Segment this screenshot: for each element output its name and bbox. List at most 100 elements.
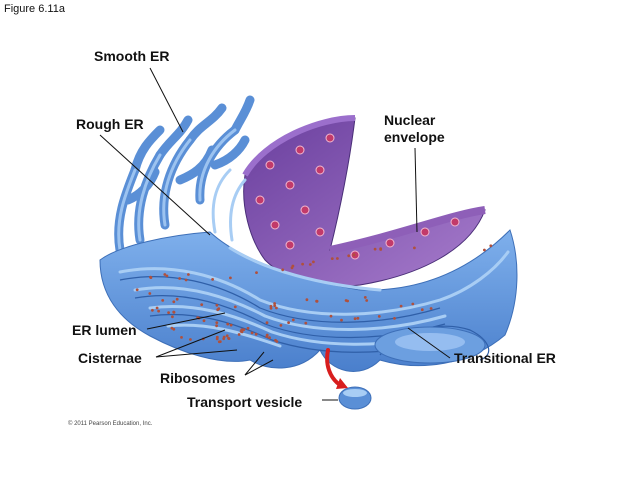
nuclear-pore xyxy=(285,240,295,250)
ribosome-dot xyxy=(363,296,367,299)
ribosome-dot xyxy=(189,338,192,341)
ribosome-dot xyxy=(180,336,183,339)
ribosome-dot xyxy=(340,318,343,322)
ribosome-dot xyxy=(250,331,254,335)
ribosome-dot xyxy=(315,299,319,303)
ribosome-dot xyxy=(175,297,179,301)
ribosome-dot xyxy=(330,257,334,260)
leader-cisternae-1 xyxy=(155,329,226,358)
transitional-er-inner xyxy=(395,333,465,351)
ribosome-dot xyxy=(308,263,312,266)
nuclear-pore xyxy=(385,238,395,248)
ribosome-dot xyxy=(377,315,381,318)
ribosome-dot xyxy=(273,304,277,307)
ribosome-dot xyxy=(157,309,161,313)
ribosome-dot xyxy=(184,278,188,282)
ribosome-dot xyxy=(420,308,424,312)
copyright-notice: © 2011 Pearson Education, Inc. xyxy=(68,421,153,427)
nuclear-pore xyxy=(420,227,430,237)
label-transport-vesicle: Transport vesicle xyxy=(187,394,303,410)
ribosome-dot xyxy=(291,264,295,268)
ribosome-dot xyxy=(218,340,222,343)
figure-number: Figure 6.11a xyxy=(4,3,65,15)
ribosome-dot xyxy=(216,308,220,312)
leader-smooth-er xyxy=(149,67,184,133)
nuclear-pore xyxy=(315,227,325,237)
ribosome-dot xyxy=(329,314,333,318)
nuclear-envelope-edge xyxy=(242,115,356,177)
leader-cisternae-2 xyxy=(155,349,238,358)
ribosome-dot xyxy=(287,321,290,324)
ribosome-dot xyxy=(172,300,176,304)
ribosome-dot xyxy=(163,273,167,276)
ribosome-dot xyxy=(246,326,250,330)
ribosome-dot xyxy=(202,319,206,323)
ribosome-dot xyxy=(268,336,271,340)
ribosome-dot xyxy=(171,315,174,319)
ribosome-dot xyxy=(229,276,232,280)
ribosome-dot xyxy=(215,324,219,328)
ribosome-dot xyxy=(187,273,190,276)
ribosome-dot xyxy=(301,262,304,266)
ribosome-dot xyxy=(373,247,377,251)
ribosome-dot xyxy=(178,277,182,280)
ribosome-dot xyxy=(281,268,285,272)
transport-vesicle xyxy=(338,386,372,410)
ribosome-dot xyxy=(411,302,415,306)
nuclear-envelope-outer xyxy=(329,206,486,254)
ribosome-dot xyxy=(135,288,139,292)
ribosome-dot xyxy=(393,317,396,320)
ribosome-dot xyxy=(215,321,219,324)
label-nuclear-envelope: Nuclear envelope xyxy=(384,112,445,145)
ribosome-dot xyxy=(312,260,315,264)
ribosome-dot xyxy=(155,306,159,310)
label-smooth-er: Smooth ER xyxy=(94,48,170,64)
ribosome-dot xyxy=(200,303,204,306)
ribosome-dot xyxy=(237,333,241,336)
leader-er-lumen xyxy=(146,312,226,330)
ribosome-dot xyxy=(165,274,169,278)
nuclear-pore xyxy=(325,133,335,143)
ribosome-dot xyxy=(379,248,383,251)
nuclear-pore xyxy=(285,180,295,190)
ribosome-dot xyxy=(365,299,369,302)
ribosome-dot xyxy=(265,321,269,325)
ribosome-dot xyxy=(429,307,433,310)
ribosome-dot xyxy=(273,302,276,305)
ribosome-dot xyxy=(222,335,226,339)
ribosome-dot xyxy=(149,276,153,279)
nuclear-pore xyxy=(270,220,280,230)
ribosome-dot xyxy=(161,299,165,302)
label-er-lumen: ER lumen xyxy=(72,322,137,338)
ribosome-dot xyxy=(413,246,416,250)
ribosome-dot xyxy=(233,305,237,309)
nuclear-pores xyxy=(255,133,460,260)
ribosome-dot xyxy=(483,248,486,252)
label-rough-er: Rough ER xyxy=(76,116,144,132)
ribosome-dot xyxy=(172,310,176,314)
ribosome-dot xyxy=(399,304,403,308)
ribosome-dot xyxy=(211,278,215,281)
ribosome-dot xyxy=(227,337,231,340)
ribosome-dot xyxy=(353,317,357,321)
ribosome-dot xyxy=(304,321,308,325)
leader-ribosomes-1 xyxy=(244,351,265,376)
leader-nuclear-envelope xyxy=(414,147,418,233)
ribosome-dot xyxy=(336,257,339,260)
ribosome-dot xyxy=(254,332,258,336)
ribosome-dot xyxy=(269,304,273,308)
nuclear-pore xyxy=(255,195,265,205)
nuclear-pore xyxy=(450,217,460,227)
ribosome-dot xyxy=(346,299,349,303)
ribosome-dot xyxy=(489,244,493,248)
ribosome-dot xyxy=(265,335,269,338)
ribosome-dot xyxy=(215,303,219,307)
ribosome-dot xyxy=(291,318,295,322)
ribosome-dot xyxy=(215,335,219,339)
ribosome-dot xyxy=(305,298,309,302)
label-cisternae: Cisternae xyxy=(78,350,142,366)
ribosome-dot xyxy=(279,324,283,327)
ribosome-dot xyxy=(151,308,154,312)
